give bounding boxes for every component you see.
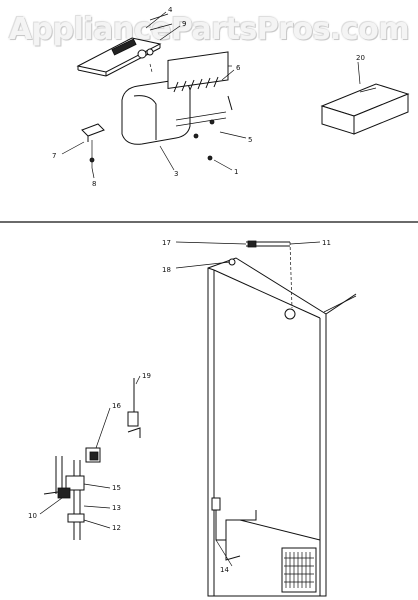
callout-13: 13 xyxy=(112,504,121,512)
part-14-compartment xyxy=(211,497,321,593)
callout-3: 3 xyxy=(174,170,178,178)
part-20-tray xyxy=(320,83,410,135)
callout-10: 10 xyxy=(28,512,37,520)
part-17-rail xyxy=(246,240,290,248)
part-16-valve xyxy=(85,447,101,463)
callout-20: 20 xyxy=(356,54,365,62)
callout-18: 18 xyxy=(162,266,171,274)
callout-14: 14 xyxy=(220,566,229,574)
callout-17: 17 xyxy=(162,239,171,247)
callout-7: 7 xyxy=(52,152,56,160)
callout-12: 12 xyxy=(112,524,121,532)
freezer-liner-panel xyxy=(207,257,357,597)
part-7-bracket xyxy=(81,123,105,142)
site-watermark: AppliancePartsPros.com xyxy=(8,12,410,47)
callout-4: 4 xyxy=(168,6,173,14)
callout-5: 5 xyxy=(248,136,252,144)
part-15-assembly xyxy=(43,456,85,540)
part-3-icemaker xyxy=(121,51,233,145)
callout-1: 1 xyxy=(234,168,238,176)
callout-19: 19 xyxy=(142,372,151,380)
callout-16: 16 xyxy=(112,402,121,410)
callout-11: 11 xyxy=(322,239,331,247)
callout-8: 8 xyxy=(92,180,96,188)
callout-9: 9 xyxy=(182,20,186,28)
part-19-clip xyxy=(127,378,141,438)
part-4-bracket xyxy=(76,37,162,77)
callout-6: 6 xyxy=(236,64,241,72)
callout-15: 15 xyxy=(112,484,121,492)
